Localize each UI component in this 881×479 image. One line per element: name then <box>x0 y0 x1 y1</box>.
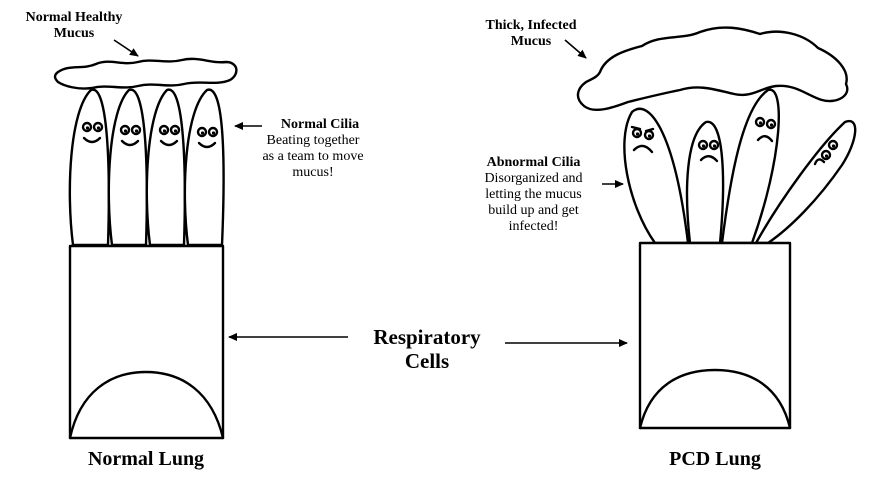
pcd-lung-label: PCD Lung <box>625 448 805 471</box>
normal-respiratory-cell <box>70 246 223 438</box>
normal-cilia-title: Normal Cilia <box>248 117 378 133</box>
respiratory-cells-label: Respiratory Cells <box>348 325 506 373</box>
pcd-mucus-blob <box>578 28 847 110</box>
pcd-cilia-label: Abnormal Cilia Disorganized and letting … <box>466 155 601 235</box>
normal-lung-label: Normal Lung <box>56 448 236 471</box>
normal-mucus-label: Normal Healthy Mucus <box>4 10 144 42</box>
pcd-mucus-label: Thick, Infected Mucus <box>466 18 596 50</box>
normal-cilium-1 <box>70 90 109 245</box>
pcd-cilium-1 <box>624 109 688 243</box>
pcd-cilium-2 <box>687 122 723 243</box>
normal-cilia-label: Normal Cilia Beating together as a team … <box>248 117 378 181</box>
normal-mucus-arrow <box>114 40 138 56</box>
normal-cilium-4 <box>185 90 224 245</box>
normal-cilium-2 <box>109 90 147 245</box>
normal-cilium-3 <box>147 90 185 245</box>
pcd-respiratory-cell <box>640 243 790 428</box>
normal-mucus-layer <box>55 59 236 89</box>
pcd-cilia-title: Abnormal Cilia <box>466 155 601 171</box>
